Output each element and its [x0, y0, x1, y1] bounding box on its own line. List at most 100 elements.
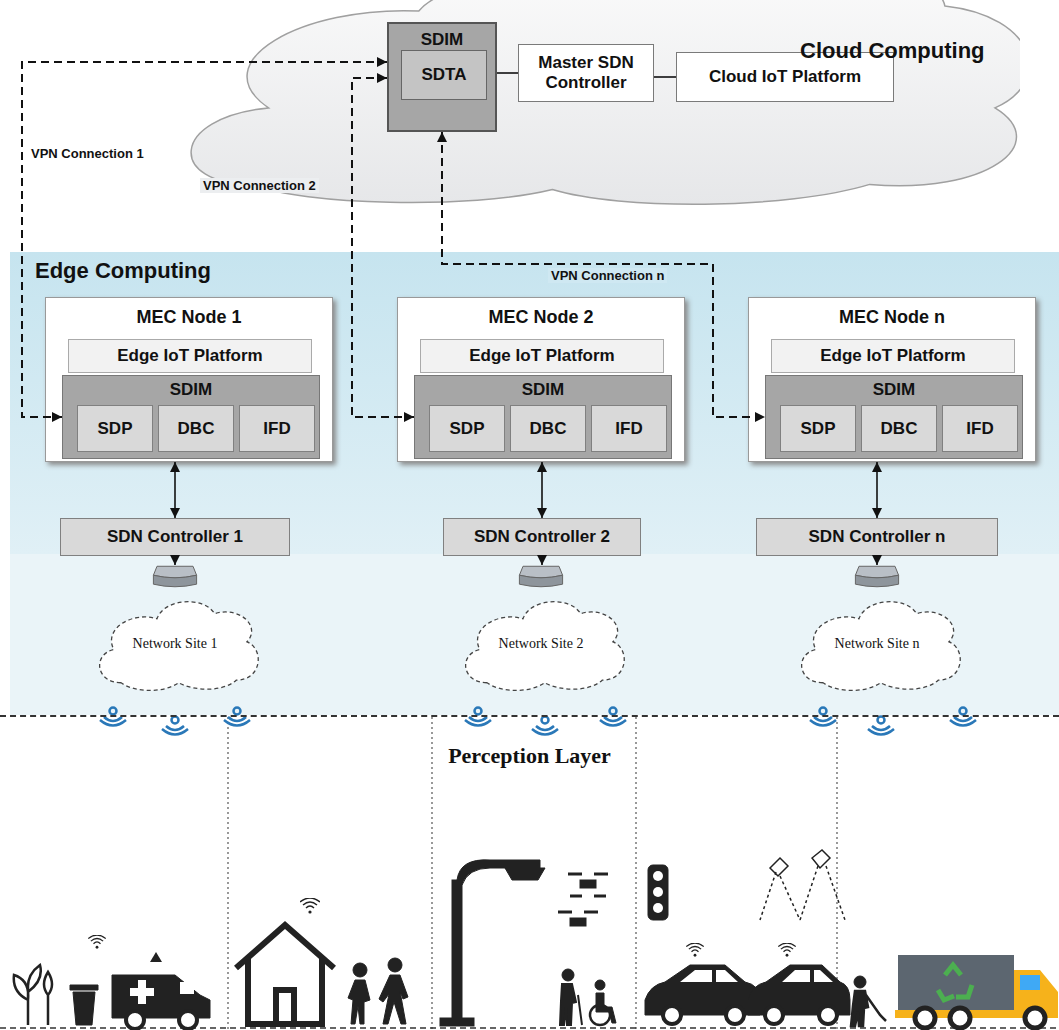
site-outline	[85, 565, 265, 693]
connector	[174, 556, 176, 565]
connector	[541, 556, 543, 565]
function-box: DBC	[861, 405, 937, 452]
street-lamp	[440, 860, 545, 1026]
function-box: SDP	[429, 405, 505, 452]
node-label: SDIM	[421, 30, 464, 50]
network-site: Network Site 2	[451, 565, 631, 693]
node-label: SDTA	[421, 65, 466, 85]
network-cloud	[100, 602, 259, 691]
module-box: SDIM SDP DBC IFD	[765, 375, 1023, 459]
node-label: SDN Controller n	[809, 527, 946, 547]
connector	[497, 72, 518, 74]
controller-box: SDN Controller 2	[443, 518, 641, 556]
node-label: MEC Node n	[839, 307, 945, 328]
controller-box: Master SDN Controller	[518, 44, 654, 102]
trees	[14, 965, 52, 1025]
function-box: DBC	[158, 405, 234, 452]
platform-box: Edge IoT Platform	[420, 339, 664, 373]
function-box: IFD	[942, 405, 1018, 452]
spotlights	[760, 850, 845, 920]
edge-label: VPN Connection 1	[28, 146, 147, 161]
node-label: Edge IoT Platform	[469, 346, 614, 366]
controller-box: SDN Controller n	[756, 518, 998, 556]
node-label: Cloud Computing	[800, 38, 985, 63]
edge-label: VPN Connection 2	[200, 178, 319, 193]
vpn-connector	[352, 78, 414, 417]
network-site: Network Site n	[787, 565, 967, 693]
connector	[876, 556, 878, 565]
node-label: IFD	[966, 419, 993, 439]
drones	[558, 874, 608, 926]
node-label: SDIM	[873, 380, 916, 400]
platform-box: Edge IoT Platform	[771, 339, 1015, 373]
vpn-connector	[442, 132, 765, 417]
ambulance	[112, 952, 210, 1029]
node-label: Perception Layer	[448, 743, 611, 768]
function-box: IFD	[591, 405, 667, 452]
connector	[541, 462, 543, 518]
function-box: DBC	[510, 405, 586, 452]
switch-icon	[519, 575, 562, 587]
device-wifi	[88, 860, 796, 957]
site-outline	[451, 565, 631, 693]
node-label: DBC	[881, 419, 918, 439]
node-label: Network Site 2	[499, 636, 584, 652]
node-label: SDIM	[170, 380, 213, 400]
node-label: SDIM	[522, 380, 565, 400]
module-box: SDIM SDTA	[387, 22, 497, 132]
node-label: DBC	[530, 419, 567, 439]
perception-devices	[14, 850, 1058, 1029]
elderly-and-wheelchair	[560, 969, 616, 1025]
recycling-truck	[895, 955, 1058, 1028]
worker	[851, 976, 886, 1026]
node-label: SDP	[450, 419, 485, 439]
edge-band	[10, 252, 1059, 554]
node-label: MEC Node 2	[488, 307, 593, 328]
bin	[70, 985, 98, 1025]
controller-box: SDN Controller 1	[60, 518, 290, 556]
node-label: SDN Controller 1	[107, 527, 243, 547]
function-box: SDP	[780, 405, 856, 452]
platform-box: Edge IoT Platform	[68, 339, 312, 373]
node-label: Edge Computing	[35, 258, 211, 283]
connector	[174, 462, 176, 518]
network-cloud	[802, 602, 961, 691]
perception-layer: Perception Layer	[0, 715, 1059, 1030]
node-label: SDP	[98, 419, 133, 439]
node-label: SDP	[801, 419, 836, 439]
node-label: IFD	[263, 419, 290, 439]
site-outline	[787, 565, 967, 693]
node-label: Network Site 1	[133, 636, 218, 652]
connector	[876, 462, 878, 518]
function-box: IFD	[239, 405, 315, 452]
function-box: SDP	[77, 405, 153, 452]
node-label: Edge IoT Platform	[117, 346, 262, 366]
ground-line	[0, 1027, 1059, 1029]
cars	[645, 965, 850, 1024]
network-site: Network Site 1	[85, 565, 265, 693]
vpn-connector	[22, 62, 387, 417]
node-label: MEC Node 1	[136, 307, 241, 328]
node-label: SDN Controller 2	[474, 527, 610, 547]
edge-band: Edge ComputingMEC Node 1 Edge IoT Platfor…	[10, 252, 1059, 560]
cloud-shape	[191, 0, 1020, 204]
mec-node: MEC Node 2 Edge IoT PlatformSDIM SDP DBC IFD	[397, 297, 685, 462]
node-label: Edge IoT Platform	[820, 346, 965, 366]
node-label: DBC	[178, 419, 215, 439]
divider-lines	[228, 717, 837, 1030]
node-label: Cloud IoT Platform	[709, 67, 861, 87]
node-label: Master SDN Controller	[519, 53, 653, 92]
edge-label: VPN Connection n	[548, 268, 667, 283]
node-label: Network Site n	[835, 636, 920, 652]
house	[236, 925, 334, 1024]
network-cloud	[466, 602, 625, 691]
switch-icon	[153, 575, 196, 587]
node-label: IFD	[615, 419, 642, 439]
mec-node: MEC Node 1 Edge IoT PlatformSDIM SDP DBC IFD	[45, 297, 333, 462]
people	[348, 958, 408, 1024]
network-band	[10, 554, 1059, 715]
module-box: SDIM SDP DBC IFD	[62, 375, 320, 459]
connector	[654, 76, 676, 78]
traffic-light	[648, 865, 668, 920]
